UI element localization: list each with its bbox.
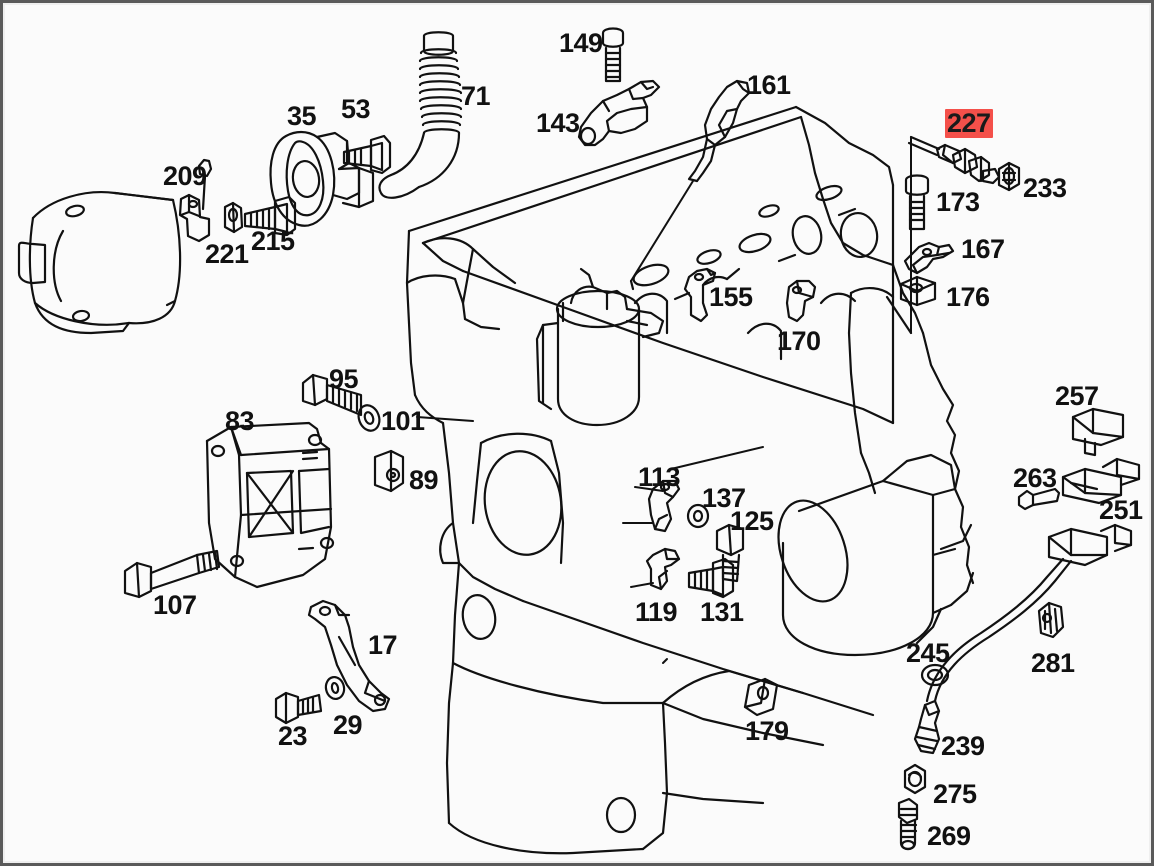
part-29-washer: [324, 675, 346, 701]
part-cable: [925, 557, 1073, 703]
part-113-clip: [647, 479, 681, 533]
callout-71: 71: [461, 81, 491, 111]
callout-257: 257: [1055, 381, 1099, 411]
callout-53: 53: [341, 94, 371, 124]
callout-113: 113: [638, 462, 681, 492]
callout-281: 281: [1031, 648, 1075, 678]
part-170-clip: [785, 279, 817, 323]
part-251-connector: [1061, 457, 1141, 505]
exploded-diagram-artwork: [17, 27, 1141, 855]
part-71-hose: [378, 31, 463, 199]
callout-101: 101: [381, 406, 425, 436]
part-221: [178, 193, 211, 243]
callout-119: 119: [635, 597, 678, 627]
callout-176: 176: [946, 282, 990, 312]
part-housing-left: [17, 191, 182, 335]
part-257-connector: [1071, 407, 1125, 457]
callout-209: 209: [163, 161, 207, 191]
part-179-plate: [743, 677, 779, 717]
part-83-bracket: [205, 421, 335, 589]
part-plug-body: [1047, 523, 1133, 567]
callout-35: 35: [287, 101, 317, 131]
part-275-seal: [903, 763, 927, 795]
part-137-washer: [686, 503, 710, 529]
callout-245: 245: [906, 638, 950, 668]
callout-170: 170: [777, 326, 821, 356]
part-233-nut: [997, 161, 1021, 192]
part-131-bolt: [687, 557, 735, 599]
part-155-clip: [683, 267, 717, 323]
callout-149: 149: [559, 28, 603, 58]
callout-29: 29: [333, 710, 363, 740]
part-89-bush: [373, 449, 405, 493]
callout-83: 83: [225, 406, 255, 436]
callout-227-highlighted: 227: [945, 108, 993, 138]
callout-89: 89: [409, 465, 439, 495]
callout-215: 215: [251, 226, 295, 256]
part-107-bolt: [123, 549, 221, 599]
part-176-block: [899, 275, 937, 307]
callout-95: 95: [329, 364, 359, 394]
callout-155: 155: [709, 282, 753, 312]
callout-233: 233: [1023, 173, 1067, 203]
part-245-grommet: [920, 663, 950, 687]
part-23-bolt: [274, 691, 323, 725]
part-167-clip: [903, 241, 955, 275]
callout-221: 221: [205, 239, 249, 269]
part-35: [269, 130, 375, 227]
part-53-bolt: [342, 134, 392, 175]
callout-161: 161: [747, 70, 791, 100]
part-209: [197, 158, 213, 211]
callout-131: 131: [700, 597, 744, 627]
callout-23: 23: [278, 721, 308, 751]
part-263-pin: [1017, 487, 1061, 511]
part-269-bolt: [897, 797, 919, 851]
part-227-glow-plug: [907, 135, 1001, 185]
callout-125: 125: [730, 506, 774, 536]
part-173-bolt: [904, 174, 930, 231]
callout-143: 143: [536, 108, 580, 138]
callout-263: 263: [1013, 463, 1057, 493]
callout-239: 239: [941, 731, 985, 761]
callout-173: 173: [936, 187, 980, 217]
part-143-bracket: [577, 79, 661, 147]
part-221-washer: [223, 201, 244, 234]
callout-251: 251: [1099, 495, 1143, 525]
part-149-bolt: [601, 27, 625, 83]
callout-167: 167: [961, 234, 1005, 264]
engine-block: [405, 105, 975, 855]
callout-179: 179: [745, 716, 789, 746]
part-17-bracket: [307, 599, 391, 713]
callout-107: 107: [153, 590, 197, 620]
part-95-bolt: [301, 373, 363, 417]
part-119-clip: [645, 547, 681, 591]
part-101-washer: [357, 404, 381, 432]
callout-137: 137: [702, 483, 746, 513]
callout-17: 17: [368, 630, 398, 660]
part-281-connector: [1037, 601, 1065, 639]
callout-269: 269: [927, 821, 971, 851]
part-239-sensor: [913, 699, 941, 755]
callout-275: 275: [933, 779, 977, 809]
